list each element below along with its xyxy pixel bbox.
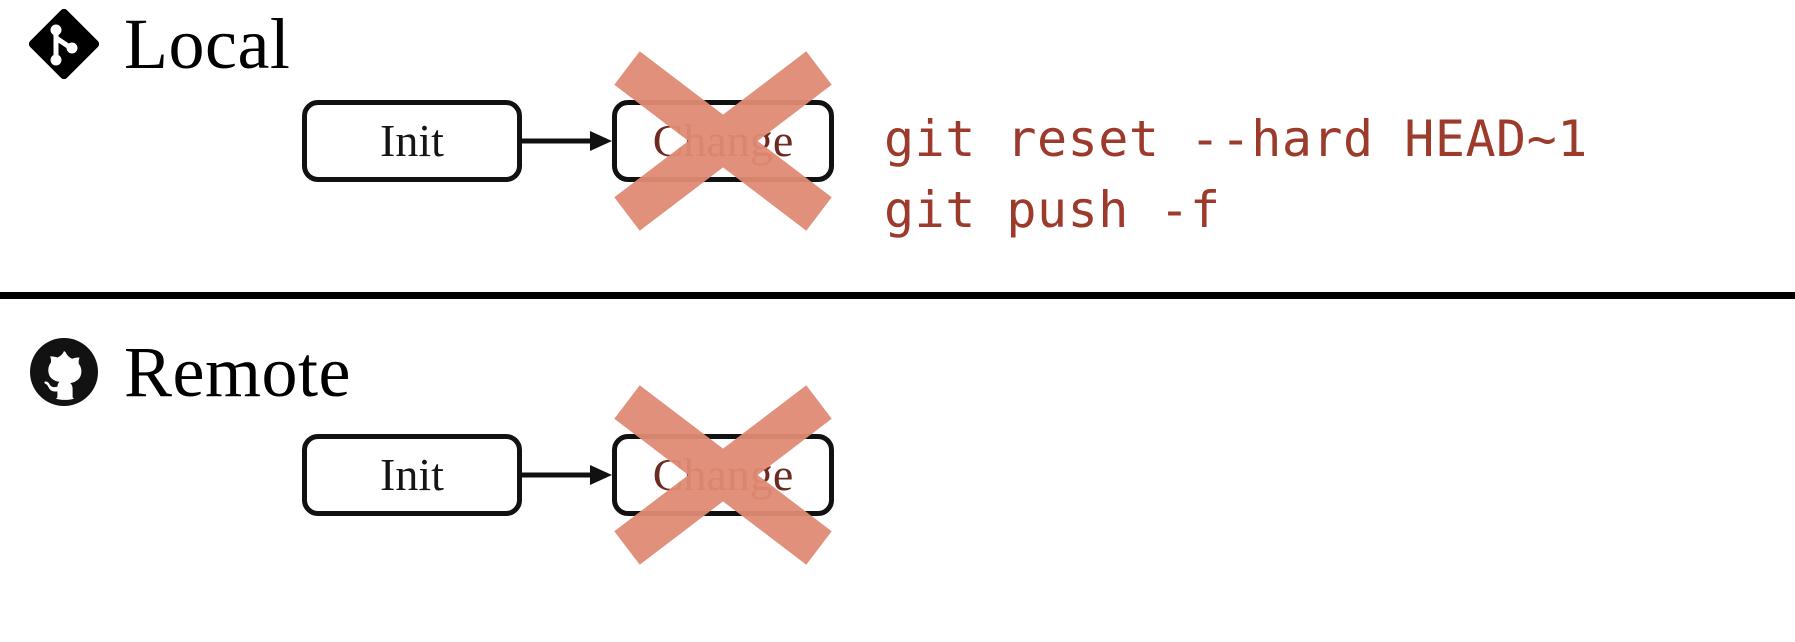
right-arrow-icon	[522, 456, 614, 499]
commit-node-change-remote[interactable]: Change	[612, 434, 834, 516]
commit-node-init-local[interactable]: Init	[302, 100, 522, 182]
command-line: git reset --hard HEAD~1	[884, 110, 1588, 168]
command-block-local: git reset --hard HEAD~1 git push -f	[884, 104, 1588, 246]
right-arrow-icon	[522, 122, 614, 165]
command-line: git push -f	[884, 181, 1221, 239]
github-octocat-icon	[26, 334, 102, 410]
commit-node-change-local[interactable]: Change	[612, 100, 834, 182]
section-title-local: Local	[124, 4, 291, 84]
commit-node-label: Init	[380, 115, 444, 166]
section-divider	[0, 292, 1795, 299]
commit-node-label: Change	[652, 449, 794, 500]
commit-node-label: Change	[652, 115, 794, 166]
commit-node-label: Init	[380, 449, 444, 500]
section-title-remote: Remote	[124, 332, 351, 412]
section-header-remote: Remote	[26, 334, 351, 410]
commit-node-init-remote[interactable]: Init	[302, 434, 522, 516]
section-header-local: Local	[26, 6, 290, 82]
git-logo-icon	[26, 6, 102, 82]
